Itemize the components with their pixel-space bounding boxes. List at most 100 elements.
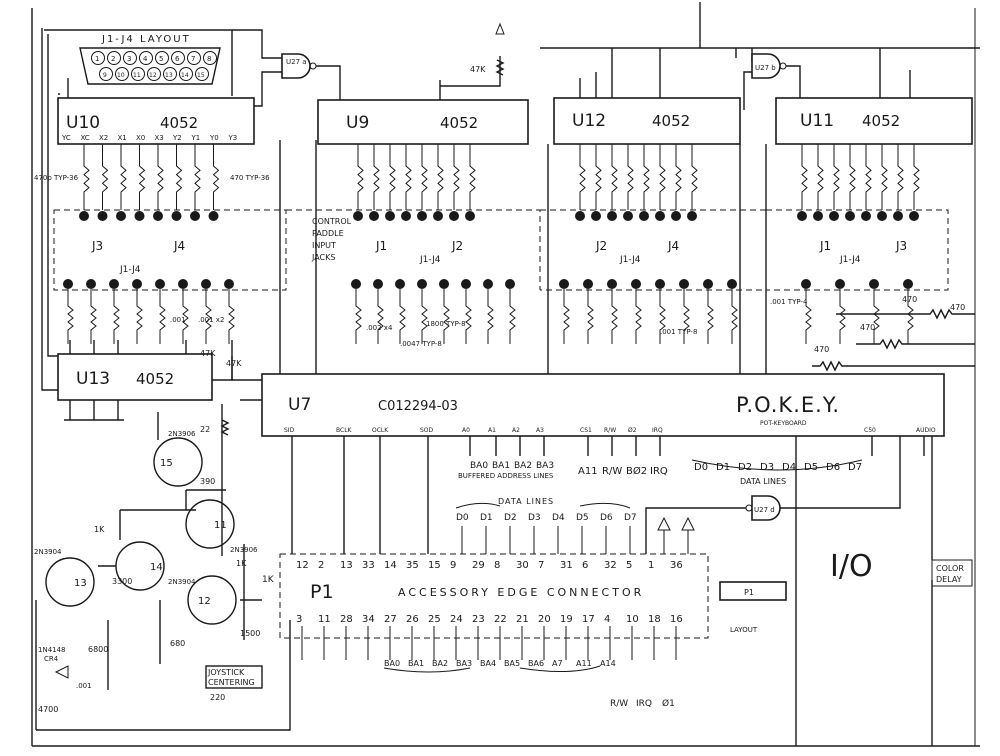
- p1-top-pin: 32: [604, 560, 617, 571]
- jlayout-pin: [123, 51, 137, 65]
- resistor: [805, 289, 812, 344]
- resistor: [881, 144, 888, 210]
- resistor: [377, 289, 384, 344]
- p1-bottom-pin: 34: [362, 614, 375, 625]
- p1-top-pin: 5: [626, 560, 632, 571]
- r470-d: 470: [902, 295, 917, 304]
- jack-group-label: J2: [451, 239, 463, 253]
- p1-top-pin: 13: [340, 560, 353, 571]
- joystick-label-1: JOYSTICK: [207, 668, 245, 677]
- jack-pin: [109, 279, 119, 289]
- jlayout-pin: [155, 51, 169, 65]
- cpu-line-label: IRQ: [650, 466, 668, 477]
- u7-signal-label: A0: [462, 427, 470, 434]
- p1-control-label: IRQ: [636, 699, 652, 709]
- paddle-label-1: CONTROL: [312, 217, 352, 226]
- q12: 12: [198, 596, 211, 607]
- p1-bottom-pin: 16: [670, 614, 683, 625]
- jack-pin: [483, 279, 493, 289]
- jack-pin: [679, 279, 689, 289]
- jlayout-pin: [99, 67, 113, 81]
- jack-terminal: [861, 211, 871, 221]
- resistor: [643, 144, 650, 210]
- resistor: [405, 144, 412, 210]
- resistor: [469, 144, 476, 210]
- r22: 22: [200, 425, 210, 434]
- q13: 13: [74, 578, 87, 589]
- resistor: [683, 289, 690, 344]
- data-line-label: D7: [848, 462, 862, 473]
- p1-top-pin: 12: [296, 560, 309, 571]
- resistor: [67, 289, 74, 344]
- cap-0047: .0047 TYP-8: [400, 340, 442, 348]
- jack-terminal: [134, 211, 145, 221]
- p1-bottom-label: BA5: [504, 659, 520, 668]
- resistor: [579, 144, 586, 210]
- p1-bottom-pin: 25: [428, 614, 441, 625]
- jack-pin: [63, 279, 73, 289]
- jack-terminal: [79, 211, 89, 221]
- resistor: [175, 144, 183, 210]
- resistor: [675, 144, 682, 210]
- q15-type: 2N3906: [168, 430, 196, 438]
- jack-terminal: [417, 211, 427, 221]
- p1-data-line-label: D4: [552, 513, 565, 523]
- p1-data-line-label: D1: [480, 513, 493, 523]
- joystick-circuit: 15 14 11 13 12 2N3906 2N3904 2N3906 2N39…: [34, 359, 291, 731]
- paddle-label-2: PADDLE: [312, 229, 344, 238]
- u10-pin-label: X0: [136, 134, 145, 142]
- jack-group-label: J3: [91, 239, 103, 253]
- resistor: [182, 289, 189, 344]
- p1-layout: P1 LAYOUT: [719, 581, 787, 634]
- resistor: [465, 289, 472, 344]
- cap-001-joystick: .001: [76, 682, 92, 690]
- p1-bottom-label: BA3: [456, 659, 472, 668]
- jack-pin: [155, 279, 165, 289]
- color-delay-1: COLOR: [936, 564, 964, 573]
- resistor: [357, 144, 364, 210]
- r390: 390: [200, 477, 215, 486]
- resistor: [228, 289, 235, 344]
- jack-terminal: [797, 211, 807, 221]
- resistor: [120, 144, 127, 210]
- cap-001-a: .001: [170, 316, 186, 324]
- jlayout-pin-label: 8: [207, 55, 211, 63]
- resistor: [611, 289, 618, 344]
- q12-type: 2N3904: [168, 578, 196, 586]
- u13-ref: U13: [76, 369, 110, 389]
- resistor: [389, 144, 396, 210]
- jlayout-pin: [171, 51, 185, 65]
- p1-name: ACCESSORY EDGE CONNECTOR: [398, 586, 644, 599]
- resistor: [659, 144, 666, 210]
- u9-ref: U9: [346, 113, 369, 133]
- p1-top-pin: 14: [384, 560, 397, 571]
- paddle-label-4: JACKS: [311, 253, 335, 262]
- jack-terminal: [813, 211, 823, 221]
- p1-bottom-label: BA6: [528, 659, 544, 668]
- color-delay-2: DELAY: [936, 575, 962, 584]
- p1-ref: P1: [310, 581, 334, 603]
- p1-bottom-label: A14: [600, 659, 616, 668]
- data-lines-label: DATA LINES: [498, 497, 554, 506]
- u13-part: 4052: [136, 370, 174, 388]
- buffered-address-label: BA1: [492, 461, 510, 471]
- r6800: 6800: [88, 645, 108, 654]
- u10-ref: U10: [66, 113, 100, 133]
- resistor: [897, 144, 904, 210]
- u10-pin-label: Y1: [191, 134, 201, 142]
- p1-top-pin: 2: [318, 560, 324, 571]
- diode-ref: CR4: [44, 655, 59, 663]
- jlayout-pin-label: 4: [143, 55, 148, 63]
- r1k-b: 1K: [236, 559, 247, 568]
- jack-pin: [869, 279, 879, 289]
- u13-chip: U13 4052: [57, 340, 233, 421]
- j1-j4-label: J1-J4: [119, 265, 141, 275]
- u27a-gate: U27 a: [254, 53, 341, 107]
- resistor: [159, 289, 166, 344]
- resistor: [801, 144, 808, 210]
- resistor: [443, 289, 450, 344]
- jack-terminal: [829, 211, 839, 221]
- jack-pin: [835, 279, 845, 289]
- resistor: [90, 289, 97, 344]
